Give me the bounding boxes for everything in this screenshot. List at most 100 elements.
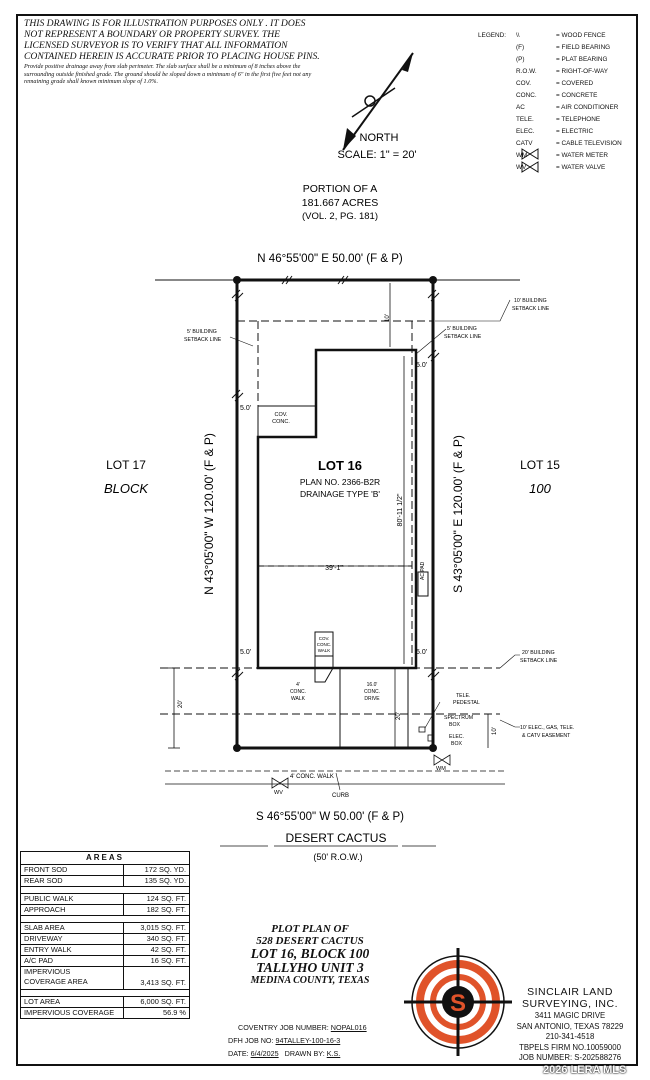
water-meter-mark-icon bbox=[433, 754, 451, 766]
elec-l1: ELEC. bbox=[449, 734, 464, 740]
cov-walk-l3: WALK bbox=[318, 648, 331, 653]
north-arrow-icon bbox=[342, 52, 414, 151]
legend-item: (P)= PLAT BEARING bbox=[516, 56, 608, 63]
easement-l1: 10' ELEC., GAS, TELE. bbox=[520, 725, 574, 731]
portion-line-1: PORTION OF A bbox=[303, 183, 377, 195]
dfh-value: 94TALLEY-100-16-3 bbox=[275, 1036, 341, 1045]
legend-item: (F)= FIELD BEARING bbox=[516, 44, 611, 51]
south-bearing: S 46°55'00" W 50.00' (F & P) bbox=[256, 811, 404, 823]
block-label: BLOCK bbox=[104, 481, 149, 496]
legend-item: WM= WATER METER bbox=[516, 152, 609, 159]
water-valve-mark-icon bbox=[271, 777, 289, 789]
side-setback-right-bottom: 5.0' bbox=[416, 649, 427, 656]
plan-number: PLAN NO. 2366-B2R bbox=[300, 477, 380, 487]
setback-5-left-l1: 5' BUILDING bbox=[187, 329, 217, 335]
company-phone: 210-341-4518 bbox=[545, 1032, 595, 1042]
street-row: (50' R.O.W.) bbox=[313, 852, 362, 862]
drainage-type: DRAINAGE TYPE 'B' bbox=[300, 489, 380, 499]
north-bearing: N 46°55'00" E 50.00' (F & P) bbox=[257, 253, 403, 265]
title-line-5: MEDINA COUNTY, TEXAS bbox=[250, 975, 370, 986]
side-setback-right-top: 5.0' bbox=[416, 362, 427, 369]
conc-label: CONC. bbox=[272, 419, 290, 425]
drive-20-dim: 20' bbox=[396, 712, 402, 720]
block-number-label: 100 bbox=[529, 481, 551, 496]
elec-l2: BOX bbox=[451, 741, 462, 747]
title-line-2: 528 DESERT CACTUS bbox=[256, 935, 364, 947]
legend-item: CATV= CABLE TELEVISION bbox=[516, 140, 622, 147]
drawn-value: K.S. bbox=[326, 1049, 341, 1058]
street-name: DESERT CACTUS bbox=[286, 831, 387, 845]
house-depth-dim: 80'-11 1/2" bbox=[397, 493, 404, 526]
dfh-label: DFH JOB NO: bbox=[228, 1036, 274, 1045]
conc-walk-l2: CONC. bbox=[290, 689, 306, 695]
company-address-1: 3411 MAGIC DRIVE bbox=[534, 1011, 606, 1020]
cov-walk-l1: COV. bbox=[319, 636, 330, 641]
setback-10-l2: SETBACK LINE bbox=[512, 306, 550, 312]
setback-10-l1: 10' BUILDING bbox=[514, 298, 547, 304]
west-bearing: N 43°05'00" W 120.00' (F & P) bbox=[202, 433, 216, 595]
spectrum-l2: BOX bbox=[449, 722, 460, 728]
lot-boundary bbox=[235, 278, 435, 750]
company-name-2: SURVEYING, INC. bbox=[522, 998, 618, 1010]
house-footprint bbox=[256, 348, 418, 670]
ac-pad-label: AC PAD bbox=[420, 561, 426, 580]
title-block: PLOT PLAN OF 528 DESERT CACTUS LOT 16, B… bbox=[222, 924, 398, 987]
legend-item: WV= WATER VALVE bbox=[516, 164, 606, 171]
legend-item: \\= WOOD FENCE bbox=[516, 32, 606, 39]
front-setback-dim: 10' bbox=[385, 314, 391, 322]
cov-label: COV. bbox=[275, 412, 288, 418]
scale-label: SCALE: 1" = 20' bbox=[337, 149, 416, 161]
easement-l2: & CATV EASEMENT bbox=[522, 733, 571, 739]
side-setback-left-top: 5.0' bbox=[240, 405, 251, 412]
date-value: 6/4/2025 bbox=[250, 1049, 279, 1058]
ac-pad bbox=[417, 571, 429, 597]
tele-l1: TELE. bbox=[456, 693, 470, 699]
drive-l2: CONC. bbox=[364, 689, 380, 695]
company-address-2: SAN ANTONIO, TEXAS 78229 bbox=[516, 1021, 624, 1031]
lot-17-label: LOT 17 bbox=[106, 458, 146, 472]
cov-conc-patio bbox=[257, 405, 317, 438]
legend-item: TELE.= TELEPHONE bbox=[516, 116, 601, 123]
setback-5-right-l1: 5' BUILDING bbox=[447, 326, 477, 332]
easement-10-dim: 10' bbox=[492, 727, 498, 735]
portion-line-3: (VOL. 2, PG. 181) bbox=[302, 211, 378, 222]
wood-fence-marks bbox=[231, 275, 440, 681]
company-name-1: SINCLAIR LAND bbox=[527, 986, 613, 998]
spectrum-l1: SPECTRUM bbox=[444, 715, 473, 721]
portion-line-2: 181.667 ACRES bbox=[302, 197, 378, 209]
date-label: DATE: bbox=[228, 1049, 249, 1058]
legend-item: COV.= COVERED bbox=[516, 80, 594, 87]
setback-20-l2: SETBACK LINE bbox=[520, 658, 558, 664]
title-line-3: LOT 16, BLOCK 100 bbox=[250, 946, 370, 961]
side-setback-left-bottom: 5.0' bbox=[240, 649, 251, 656]
sinclair-logo-icon: S bbox=[404, 948, 512, 1056]
wm-label: WM bbox=[436, 766, 446, 772]
company-info: SINCLAIR LAND SURVEYING, INC. 3411 MAGIC… bbox=[506, 986, 634, 1063]
water-valve-icon bbox=[521, 161, 539, 173]
areas-title: AREAS bbox=[21, 852, 189, 865]
setback-5-left-l2: SETBACK LINE bbox=[184, 337, 222, 343]
water-meter-icon bbox=[521, 148, 539, 160]
disclaimer: THIS DRAWING IS FOR ILLUSTRATION PURPOSE… bbox=[24, 18, 324, 86]
logo-letter: S bbox=[450, 990, 466, 1017]
drive-l1: 16.0' bbox=[367, 682, 378, 688]
drive-l3: DRIVE bbox=[364, 696, 380, 702]
sidewalk-label: 4' CONC. WALK bbox=[290, 774, 334, 780]
lot-15-label: LOT 15 bbox=[520, 458, 560, 472]
lot-title: LOT 16 bbox=[318, 458, 362, 473]
coventry-value: NOPAL016 bbox=[330, 1023, 367, 1032]
job-info: COVENTRY JOB NUMBER: NOPAL016 DFH JOB NO… bbox=[228, 1021, 413, 1060]
coventry-label: COVENTRY JOB NUMBER: bbox=[238, 1023, 329, 1032]
legend-header: LEGEND: bbox=[478, 32, 507, 39]
